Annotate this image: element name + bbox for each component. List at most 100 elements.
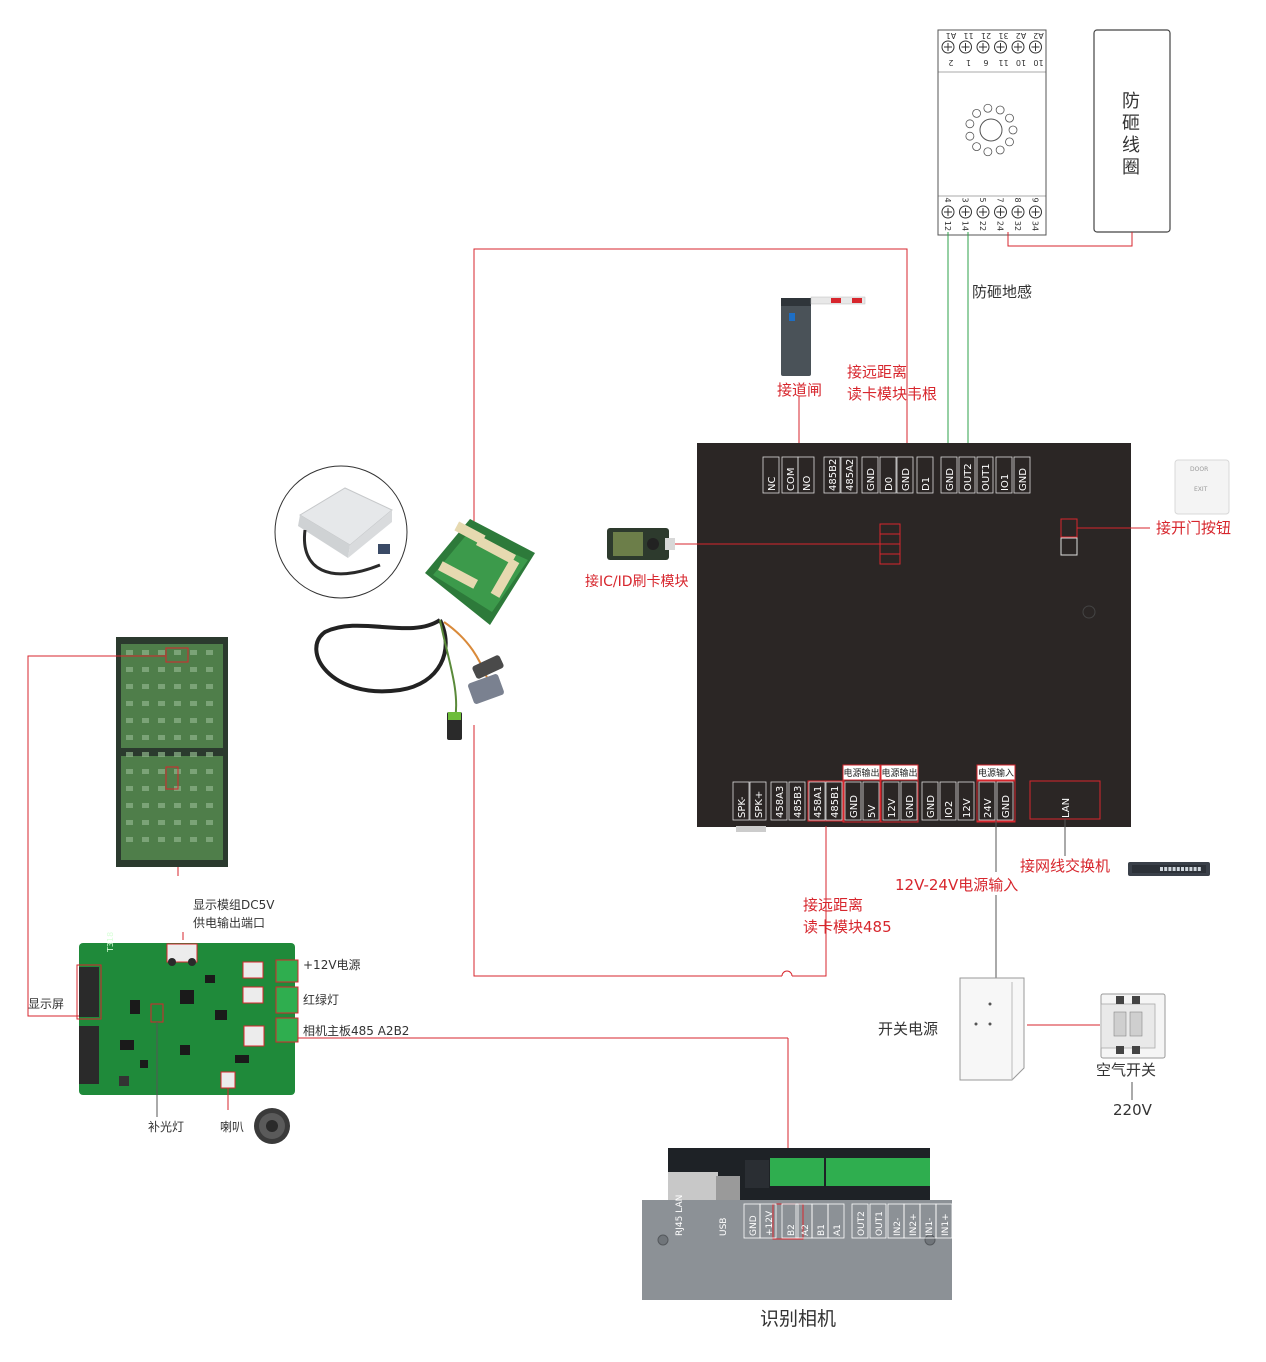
relay-top-screws xyxy=(941,40,1042,54)
power-tag: 电源输入 xyxy=(978,767,1014,779)
coil-label-1: 防 xyxy=(1122,91,1140,112)
door-button-label: 接开门按钮 xyxy=(1156,519,1232,537)
controller-top-terminal: IO1 xyxy=(1000,474,1011,491)
terminal-slot xyxy=(976,456,994,494)
terminal-slot xyxy=(900,781,918,821)
coil-label-4: 圈 xyxy=(1122,157,1140,178)
long-range-reader-antenna-icon xyxy=(274,465,408,599)
power-tag: 电源输出 xyxy=(881,767,917,779)
terminal-slot xyxy=(996,781,1014,821)
controller-top-terminal: OUT2 xyxy=(963,463,974,491)
reader-485-label-1: 接远距离 xyxy=(803,896,864,914)
mains-label: 220V xyxy=(1113,1101,1152,1119)
camera-terminal: IN1+ xyxy=(941,1213,951,1236)
camera-terminal: OUT2 xyxy=(857,1211,867,1236)
controller-bottom-terminal: 485B3 xyxy=(793,786,804,818)
terminal-slot xyxy=(840,456,858,494)
barrier-gate-icon xyxy=(781,296,866,376)
coil-label-2: 砸 xyxy=(1122,113,1140,134)
wiegand-label-line1: 接远距离 xyxy=(847,363,908,381)
controller-top-terminal: GND xyxy=(866,468,877,491)
controller-bottom-terminal: 5V xyxy=(867,805,878,818)
terminal-slot xyxy=(978,781,996,821)
air-switch-label: 空气开关 xyxy=(1096,1061,1157,1079)
switch-network-label: 接网线交换机 xyxy=(1020,857,1111,875)
terminal-slot xyxy=(862,781,880,821)
controller-power-tags: 电源输出电源输出电源输入 xyxy=(842,764,1016,823)
terminal-slot xyxy=(958,456,976,494)
controller-bottom-terminal: IO2 xyxy=(944,801,955,818)
terminal-slot xyxy=(882,781,900,821)
display-control-pcb xyxy=(76,943,299,1095)
camera-terminal: B2 xyxy=(787,1224,797,1236)
mount-hole xyxy=(1082,605,1096,619)
terminal-slot xyxy=(995,456,1013,494)
relay-bottom-num: 12 xyxy=(943,221,952,231)
terminal-slot xyxy=(732,781,750,821)
camera-terminal: A2 xyxy=(801,1224,811,1236)
anti-smash-ground-label: 防砸地感 xyxy=(972,283,1033,301)
relay-top-num: 11 xyxy=(998,58,1008,67)
relay-bottom-screws xyxy=(941,205,1042,219)
controller-top-terminal: OUT1 xyxy=(981,463,992,491)
controller-top-terminal: D0 xyxy=(884,477,895,491)
controller-top-terminal: 485A2 xyxy=(845,459,856,491)
switching-power-supply-icon xyxy=(959,977,1025,1081)
camera-label: 识别相机 xyxy=(760,1308,837,1330)
relay-top-num: 2 xyxy=(948,58,953,67)
coil-label-3: 线 xyxy=(1122,135,1140,156)
relay-top-pin: A2 xyxy=(1016,31,1027,40)
relay-socket-icon xyxy=(965,103,1018,157)
door-exit-button-icon xyxy=(1174,459,1230,515)
switch-power-label: 开关电源 xyxy=(878,1020,939,1038)
controller-bottom-terminal: GND xyxy=(849,795,860,818)
terminal-slot xyxy=(916,456,934,494)
camera-terminal: IN1- xyxy=(925,1218,935,1236)
relay-top-num: 1 xyxy=(966,58,971,67)
terminal-slot xyxy=(770,781,788,821)
network-switch-icon xyxy=(1128,862,1210,876)
terminal-slot xyxy=(788,781,806,821)
controller-bottom-terminal: SPK+ xyxy=(754,791,765,818)
relay-top-pin: A1 xyxy=(946,31,957,40)
controller-bottom-terminal: GND xyxy=(1001,795,1012,818)
traffic-light-label: 红绿灯 xyxy=(303,993,340,1007)
controller-bottom-terminal: 485B1 xyxy=(830,786,841,818)
lan-label: LAN xyxy=(1061,798,1072,818)
relay-top-pin: 31 xyxy=(998,31,1008,40)
controller-top-terminal: NO xyxy=(802,476,813,491)
terminal-slot xyxy=(749,781,767,821)
display-screen-label: 显示屏 xyxy=(28,997,65,1011)
door-text-2: EXIT xyxy=(1194,486,1208,493)
relay-top-pin: A2 xyxy=(1033,31,1044,40)
relay-bottom-num: 24 xyxy=(996,221,1005,231)
camera-terminal: +12V xyxy=(765,1210,775,1236)
display-power-label-2: 供电输出端口 xyxy=(193,916,266,930)
controller-bottom-terminal: 12V xyxy=(962,798,973,818)
fill-light-label: 补光灯 xyxy=(148,1120,185,1134)
speaker-icon xyxy=(254,1108,290,1144)
controller-top-terminal: 485B2 xyxy=(828,459,839,491)
reader-485-label-2: 读卡模块485 xyxy=(803,918,892,936)
camera-terminal: USB xyxy=(719,1218,729,1236)
relay-bottom-num: 22 xyxy=(978,221,987,231)
relay-top-pin: 21 xyxy=(981,31,991,40)
camera-terminal: GND xyxy=(749,1215,759,1236)
controller-bottom-terminal: 12V xyxy=(887,798,898,818)
terminal-slot xyxy=(957,781,975,821)
speaker-label: 喇叭 xyxy=(220,1120,245,1134)
terminal-slot xyxy=(940,456,958,494)
controller-bottom-terminal: 24V xyxy=(983,798,994,818)
relay-bottom-num: 34 xyxy=(1031,221,1040,231)
display-power-label-1: 显示模组DC5V xyxy=(193,898,275,912)
power-input-label: 12V-24V电源输入 xyxy=(895,876,1019,894)
long-range-reader-board-icon xyxy=(425,519,535,625)
